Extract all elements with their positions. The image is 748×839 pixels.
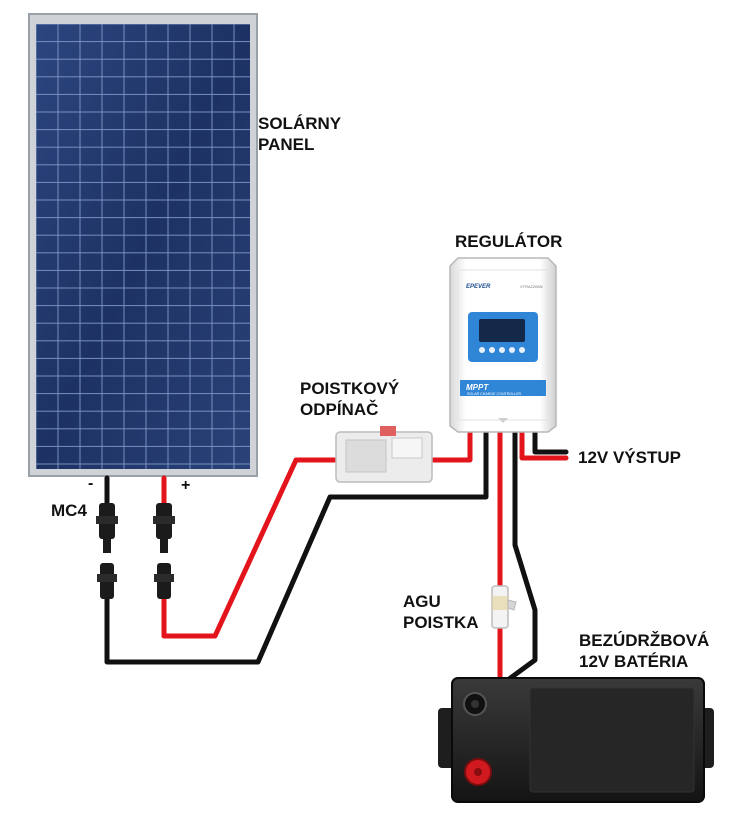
agu-fuse [491,585,517,629]
label-plus: + [181,477,191,494]
controller-subtitle: SOLAR CHARGE CONTROLLER [467,392,522,396]
controller-brand: EPEVER [466,284,491,290]
solar-panel [28,13,258,477]
controller-type: MPPT [466,383,489,392]
label-regulator: REGULÁTOR [455,232,563,251]
negative-wires [104,427,569,707]
label-battery-line2: 12V BATÉRIA [579,652,689,671]
mc4-negative-connector [96,503,118,599]
controller-model: XTRA2206N [520,284,543,289]
label-solar-panel-line2: PANEL [258,135,315,154]
label-agu-fuse-line2: POISTKA [403,613,479,632]
battery [438,677,714,803]
label-breaker-line1: POISTKOVÝ [300,379,400,398]
charge-controller: EPEVER XTRA2206N MPPT SOLAR CHARGE CONTR… [449,257,557,433]
label-battery-line1: BEZÚDRŽBOVÁ [579,631,710,650]
label-solar-panel-line1: SOLÁRNY [258,114,342,133]
label-agu-fuse-line1: AGU [403,592,441,611]
label-breaker-line2: ODPÍNAČ [300,400,379,419]
label-output: 12V VÝSTUP [578,448,681,467]
label-mc4: MC4 [51,501,87,520]
label-minus: - [88,475,94,492]
mc4-positive-connector [153,503,175,599]
circuit-breaker [335,426,433,483]
